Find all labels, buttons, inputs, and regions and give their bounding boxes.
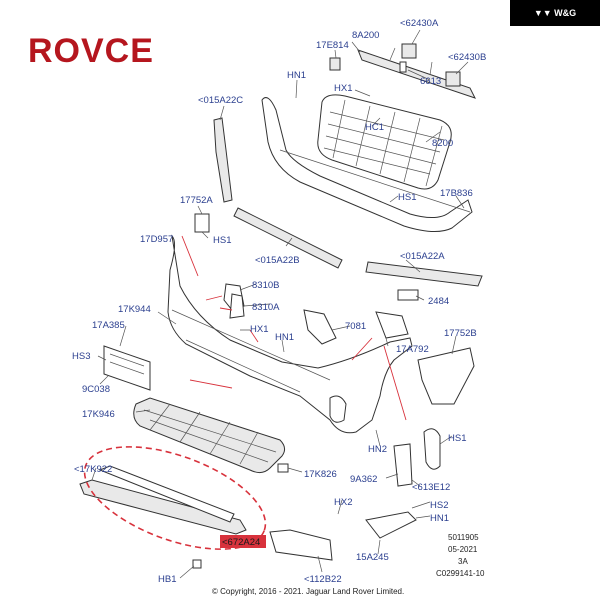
badge-logo-icon: ▼▼: [533, 8, 552, 18]
copyright-text: © Copyright, 2016 - 2021. Jaguar Land Ro…: [212, 587, 404, 596]
label-17a385: 17A385: [92, 320, 125, 331]
lower-grille-part: [133, 397, 286, 474]
bracket-17752a-part: [194, 213, 210, 233]
bezel-9a362-part: [393, 443, 413, 487]
label-hn1-mid: HN1: [275, 332, 294, 343]
bracket-62430b-part: [445, 71, 461, 87]
label-hs1-right: HS1: [448, 433, 466, 444]
main-bumper-part: [167, 234, 413, 434]
label-17752b: 17752B: [444, 328, 477, 339]
trim-015a22a-part: [365, 261, 483, 287]
label-15a245: 15A245: [356, 552, 389, 563]
watermark-badge: ▼▼ W&G: [510, 0, 600, 26]
label-6613: 6613: [420, 76, 441, 87]
grille-part: [317, 94, 452, 190]
fog-lamp-part: [423, 428, 441, 470]
label-8310b: 8310B: [252, 280, 279, 291]
label-7081: 7081: [345, 321, 366, 332]
label-17k922: <17K922: [74, 464, 112, 475]
upper-bumper-part: [261, 97, 473, 232]
clip-6613-part: [399, 61, 407, 73]
label-015a22a: <015A22A: [400, 251, 445, 262]
badge-text: W&G: [554, 8, 577, 18]
label-9c038: 9C038: [82, 384, 110, 395]
plate-bracket-part: [103, 345, 151, 391]
skid-plate-part: [98, 465, 235, 523]
label-672a24: <672A24: [222, 537, 260, 548]
label-hn1-top: HN1: [287, 70, 306, 81]
ref-line-3: 3A: [458, 557, 468, 566]
label-hx1-top: HX1: [334, 83, 352, 94]
label-hs3: HS3: [72, 351, 90, 362]
trim-015a22c-part: [213, 117, 233, 203]
label-17k944: 17K944: [118, 304, 151, 315]
label-2484: 2484: [428, 296, 449, 307]
ref-line-1: 5011905: [448, 533, 479, 542]
trim-015a22b-part: [233, 207, 343, 269]
clip-17k826-part: [277, 463, 289, 473]
clip-17e814-part: [329, 57, 341, 71]
label-17k826: 17K826: [304, 469, 337, 480]
label-hb1: HB1: [158, 574, 176, 585]
label-hn1-low: HN1: [430, 513, 449, 524]
highlight-ellipse: [83, 446, 267, 550]
cap-8310a-part: [229, 293, 245, 319]
highlight-label-box: [220, 535, 266, 548]
label-hc1: HC1: [365, 122, 384, 133]
bracket-17752b-part: [417, 347, 475, 405]
label-015a22c: <015A22C: [198, 95, 243, 106]
clip-2484-part: [397, 289, 419, 301]
label-hx1-mid: HX1: [250, 324, 268, 335]
label-17752a: 17752A: [180, 195, 213, 206]
label-17e814: 17E814: [316, 40, 349, 51]
label-hs2: HS2: [430, 500, 448, 511]
label-hn2: HN2: [368, 444, 387, 455]
label-8200: 8200: [432, 138, 453, 149]
bracket-62430a-part: [401, 43, 417, 59]
label-17a792: 17A792: [396, 344, 429, 355]
label-112b22: <112B22: [304, 574, 342, 585]
label-8a200: 8A200: [352, 30, 379, 41]
label-17d957: 17D957: [140, 234, 173, 245]
label-62430a: <62430A: [400, 18, 439, 29]
label-613e12: <613E12: [412, 482, 450, 493]
label-8310a: 8310A: [252, 302, 280, 313]
label-17k946: 17K946: [82, 409, 115, 420]
label-hx2: HX2: [334, 497, 352, 508]
label-015a22b: <015A22B: [255, 255, 300, 266]
bracket-15a245-part: [365, 511, 417, 539]
label-hs1-mid: HS1: [398, 192, 416, 203]
bolt-hb1-part: [192, 559, 202, 569]
label-hs1-left: HS1: [213, 235, 231, 246]
ref-line-2: 05-2021: [448, 545, 478, 554]
label-17b836: 17B836: [440, 188, 473, 199]
bracket-7081-part: [303, 309, 337, 345]
ref-line-4: C0299141-10: [436, 569, 485, 578]
label-9a362: 9A362: [350, 474, 377, 485]
bracket-17a792-part: [375, 311, 409, 339]
label-62430b: <62430B: [448, 52, 486, 63]
brand-logo: ROVCE: [28, 32, 154, 70]
cover-112b22-part: [269, 529, 333, 561]
